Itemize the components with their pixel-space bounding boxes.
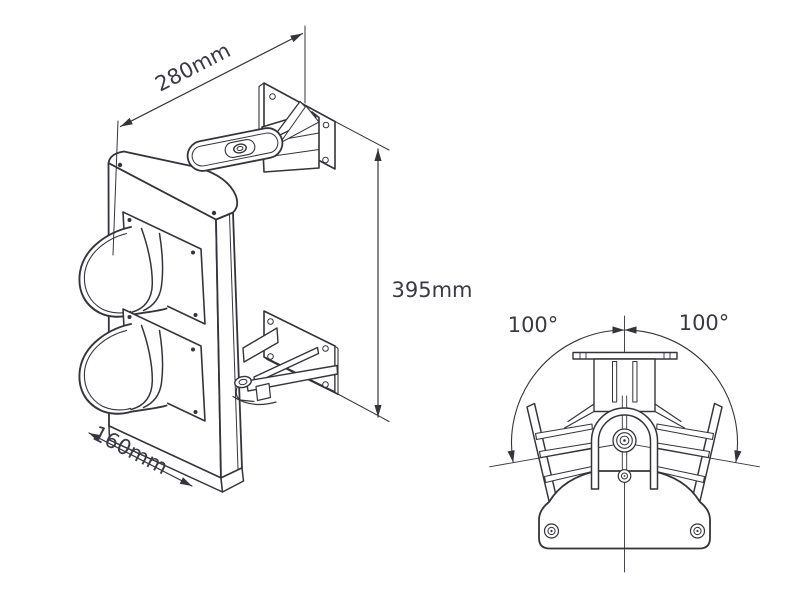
bracket-rotation-top-view: 100° 100° — [489, 311, 760, 573]
screw-icon — [193, 410, 198, 414]
visor-hood — [78, 323, 168, 415]
bolt-hole-icon — [269, 93, 276, 100]
adjustment-slot — [612, 361, 618, 403]
extension-line — [335, 392, 390, 422]
rotation-limit-line-left — [489, 442, 625, 468]
bolt-hole-icon — [322, 345, 329, 352]
left-rotation-angle-label: 100° — [508, 313, 559, 337]
signal-isometric-view: 280mm 395mm 160mm — [78, 25, 473, 493]
screw-icon — [191, 250, 195, 255]
rotation-limit-line-right — [624, 442, 760, 468]
screw-icon — [191, 347, 195, 352]
extension-line — [334, 121, 390, 151]
swivel-head — [186, 127, 284, 172]
right-rotation-angle-label: 100° — [679, 311, 730, 335]
width-dimension-line — [119, 32, 304, 128]
rotation-arc-left — [507, 326, 626, 464]
screw-icon — [127, 315, 132, 319]
visor-hood — [78, 226, 168, 318]
screw-icon — [193, 313, 198, 317]
width-dimension-label: 280mm — [151, 38, 234, 96]
pivot-bolt-icon — [612, 428, 637, 453]
upper-aspect — [78, 211, 206, 325]
lower-aspect — [78, 308, 206, 422]
bolt-hole-icon — [322, 381, 329, 388]
bolt-hole-icon — [267, 318, 274, 325]
bolt-hole-icon — [322, 121, 330, 129]
height-dimension-label: 395mm — [392, 278, 473, 302]
extension-line — [112, 120, 119, 256]
screw-icon — [127, 218, 132, 222]
screw-icon — [211, 210, 217, 216]
bolt-hole-icon — [267, 353, 274, 360]
bolt-hole-icon — [322, 156, 329, 164]
screw-icon — [117, 162, 123, 168]
wall-plate-edge-view — [572, 351, 678, 360]
bracket-stem — [563, 358, 686, 429]
signal-side-face — [215, 211, 243, 479]
lock-bolt-icon — [617, 469, 632, 483]
signal-base — [220, 467, 245, 493]
mounting-arm-bottom — [232, 327, 339, 406]
signal-top-face — [107, 150, 239, 221]
depth-dimension-line — [88, 432, 193, 487]
rotation-arc-right — [623, 326, 742, 464]
adjustment-slot — [632, 361, 638, 403]
